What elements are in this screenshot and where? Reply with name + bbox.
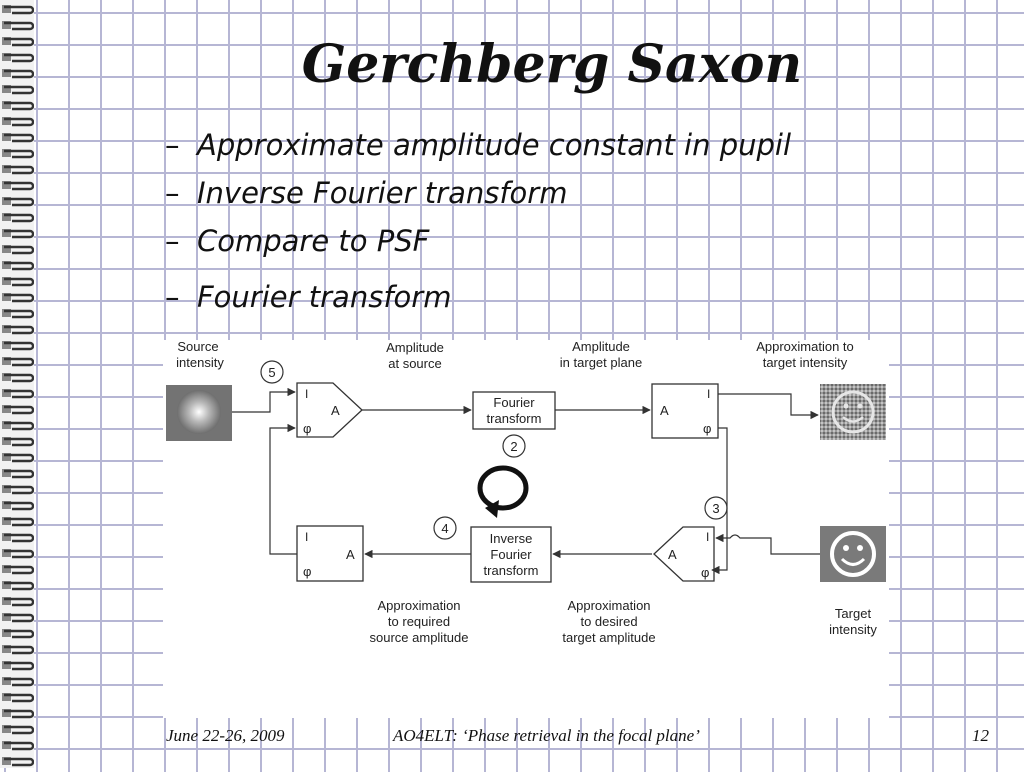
fourier-transform-block xyxy=(472,391,556,430)
approx-desired-label-2: to desired xyxy=(580,614,637,629)
symbol-a: A xyxy=(346,547,355,562)
iteration-loop-arrowhead xyxy=(485,500,499,518)
inverse-label-2: Fourier xyxy=(490,547,532,562)
source-intensity-label-1: Source xyxy=(177,340,218,354)
arrow-phase-down xyxy=(711,427,728,575)
step-3-number: 3 xyxy=(712,501,719,516)
diagram-canvas: Source intensity Amplitude at source Amp… xyxy=(166,339,886,645)
approx-source-amp-label-1: Approximation xyxy=(377,598,460,613)
bullet-2: –Inverse Fourier transform xyxy=(165,176,567,210)
approx-source-amp-label-2: to required xyxy=(388,614,450,629)
step-4-number: 4 xyxy=(441,521,448,536)
approx-target-label-2: target intensity xyxy=(763,355,848,370)
target-smiley-face xyxy=(830,531,876,577)
bullet-3: –Compare to PSF xyxy=(165,224,429,258)
footer-page-number: 12 xyxy=(972,726,989,745)
noisy-smiley-eye xyxy=(843,403,849,409)
inverse-fourier-block xyxy=(470,526,552,583)
source-combiner-block xyxy=(296,382,363,438)
amplitude-target-label-2: in target plane xyxy=(560,355,642,370)
symbol-i: I xyxy=(305,387,308,401)
notebook-spiral-binding xyxy=(0,0,34,768)
target-intensity-label-2: intensity xyxy=(829,622,877,637)
fourier-label-1: Fourier xyxy=(493,395,535,410)
bullet-text: Approximate amplitude constant in pupil xyxy=(197,128,792,162)
approx-source-amp-label-3: source amplitude xyxy=(370,630,469,645)
source-intensity-label-2: intensity xyxy=(176,355,224,370)
approx-target-label-1: Approximation to xyxy=(756,340,854,354)
amplitude-target-label-1: Amplitude xyxy=(572,340,630,354)
symbol-i: I xyxy=(706,530,709,544)
arrow-feedback-loop xyxy=(269,423,297,555)
symbol-a: A xyxy=(660,403,669,418)
bullet-marker: – xyxy=(165,176,180,210)
bullet-1: –Approximate amplitude constant in pupil xyxy=(165,128,791,162)
symbol-phi: φ xyxy=(703,421,711,436)
bullet-text: Compare to PSF xyxy=(197,224,430,258)
iteration-loop-icon xyxy=(477,465,529,511)
step-5-number: 5 xyxy=(268,365,275,380)
bullet-4: –Fourier transform xyxy=(165,280,451,314)
footer-event: AO4ELT: ‘Phase retrieval in the focal pl… xyxy=(393,726,700,745)
noisy-smiley-mouth xyxy=(842,416,864,423)
symbol-phi: φ xyxy=(303,421,311,436)
fourier-label-2: transform xyxy=(487,411,542,426)
approx-desired-label-1: Approximation xyxy=(567,598,650,613)
bullet-text: Fourier transform xyxy=(197,280,452,314)
inverse-label-1: Inverse xyxy=(490,531,533,546)
arrow-source-to-combiner xyxy=(232,387,296,413)
bullet-marker: – xyxy=(165,280,180,314)
amplitude-source-label-1: Amplitude xyxy=(386,340,444,355)
symbol-a: A xyxy=(331,403,340,418)
approx-desired-label-3: target amplitude xyxy=(562,630,655,645)
arrow-target-intensity-in xyxy=(715,533,820,555)
inverse-label-3: transform xyxy=(484,563,539,578)
target-smiley-mouth xyxy=(840,557,866,566)
step-2-number: 2 xyxy=(510,439,517,454)
noisy-smiley-eye xyxy=(857,403,863,409)
symbol-i: I xyxy=(305,530,308,544)
bullet-text: Inverse Fourier transform xyxy=(197,176,568,210)
symbol-phi: φ xyxy=(303,564,311,579)
step-2-badge xyxy=(502,434,526,458)
target-smiley-eye xyxy=(843,545,849,551)
source-amplitude-block xyxy=(296,525,364,582)
slide-title: Gerchberg Saxon xyxy=(301,34,803,95)
step-5-badge xyxy=(260,360,284,384)
gerchberg-saxton-diagram: Source intensity Amplitude at source Amp… xyxy=(163,339,889,718)
symbol-phi: φ xyxy=(701,565,709,580)
spiral-rings xyxy=(0,0,34,768)
bullet-marker: – xyxy=(165,224,180,258)
symbol-a: A xyxy=(668,547,677,562)
target-intensity-label-1: Target xyxy=(835,606,872,621)
footer-date: June 22-26, 2009 xyxy=(166,726,285,745)
bullet-marker: – xyxy=(165,128,180,162)
source-glow-spot xyxy=(177,390,221,434)
target-splitter-block xyxy=(651,383,719,439)
target-smiley-eye xyxy=(857,545,863,551)
arrow-target-to-approx-image xyxy=(718,393,819,420)
step-4-badge xyxy=(433,516,457,540)
noisy-smiley-face xyxy=(831,390,875,434)
amplitude-source-label-2: at source xyxy=(388,356,441,371)
symbol-i: I xyxy=(707,387,710,401)
